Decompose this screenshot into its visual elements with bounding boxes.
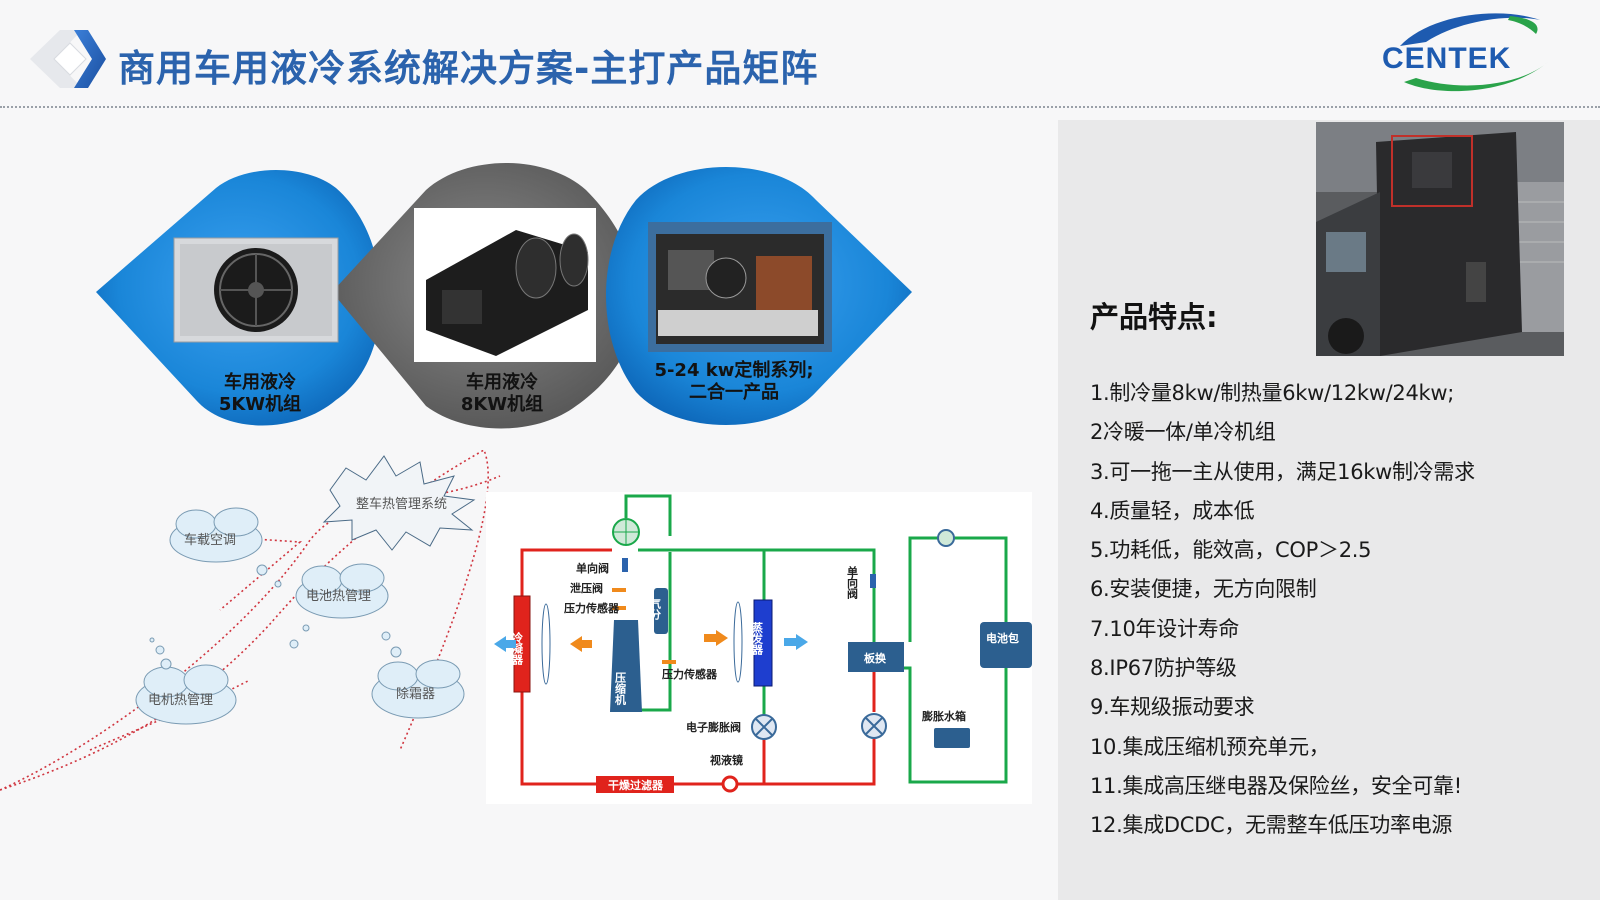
battery-label: 电池包 — [986, 631, 1019, 645]
thermal-mindmap: 整车热管理系统 车载空调 电池热管理 电机热管理 除霜器 — [0, 448, 510, 800]
slide-header: 商用车用液冷系统解决方案-主打产品矩阵 CENTEK — [0, 0, 1600, 108]
list-item: 12.集成DCDC，无需整车低压功率电源 — [1090, 813, 1453, 838]
cloud-ac — [169, 507, 263, 563]
condenser-label: 冷凝器 — [511, 631, 525, 666]
cloud-defrost — [371, 659, 465, 719]
mindmap-node-defrost: 除霜器 — [396, 687, 435, 702]
refrigeration-diagram: 冷凝器 单向阀 泄压阀 压力传感器 压力传感器 压缩机 气分 蒸发器 电子膨胀阀 — [486, 492, 1032, 804]
gas-separator-label: 气分 — [649, 597, 663, 621]
brand-text: CENTEK — [1382, 42, 1511, 75]
mindmap-center: 整车热管理系统 — [356, 496, 447, 512]
list-item: 11.集成高压继电器及保险丝，安全可靠! — [1090, 773, 1462, 798]
relief-valve-icon — [612, 588, 626, 592]
diamond-chevron-icon — [30, 30, 106, 88]
eev-label: 电子膨胀阀 — [686, 720, 741, 734]
centek-logo: CENTEK — [1382, 13, 1548, 92]
list-item: 9.车规级振动要求 — [1090, 695, 1255, 720]
gas-separator — [654, 588, 668, 634]
battery-pack — [980, 622, 1032, 668]
relief-valve-label: 泄压阀 — [570, 581, 603, 595]
mindmap-node-ac: 车载空调 — [184, 532, 236, 548]
air-arrow-left-icon — [494, 636, 516, 652]
dryer-label: 干燥过滤器 — [608, 778, 664, 792]
plate-hx-label: 板换 — [864, 651, 887, 665]
list-item: 5.功耗低，能效高，COP＞2.5 — [1090, 538, 1372, 563]
list-item: 4.质量轻，成本低 — [1090, 498, 1255, 523]
list-item: 1.制冷量8kw/制热量6kw/12kw/24kw; — [1090, 381, 1455, 405]
list-item: 6.安装便捷，无方向限制 — [1090, 577, 1317, 602]
product-custom-image — [648, 222, 832, 352]
expansion-tank — [934, 728, 970, 748]
check-valve-icon — [622, 558, 628, 572]
air-arrow-right-icon — [784, 634, 808, 650]
product-label-custom: 5-24 kw定制系列;二合一产品 — [654, 360, 814, 403]
pressure-sensor-label: 压力传感器 — [564, 601, 620, 615]
compressor-label: 压缩机 — [614, 671, 627, 706]
dryer-filter — [596, 776, 674, 793]
pump-icon — [937, 529, 955, 547]
mindmap-node-motor: 电机热管理 — [148, 693, 213, 708]
evaporator-fan-icon — [733, 601, 743, 683]
list-item: 7.10年设计寿命 — [1090, 616, 1240, 641]
evaporator — [753, 599, 773, 687]
tank-label: 膨胀水箱 — [921, 709, 966, 723]
compressor — [610, 620, 642, 712]
list-item: 3.可一拖一主从使用，满足16kw制冷需求 — [1090, 459, 1475, 484]
pressure-sensor-icon — [612, 606, 626, 610]
pressure-sensor-2-icon — [662, 660, 676, 664]
list-item: 2冷暖一体/单冷机组 — [1090, 420, 1276, 445]
check-valve-2-icon — [870, 574, 876, 588]
truck-photo — [1316, 122, 1564, 356]
evaporator-label: 蒸发器 — [751, 621, 765, 656]
check-valve-2-label: 单向阀 — [846, 565, 859, 600]
mindmap-node-battery: 电池热管理 — [306, 589, 371, 604]
page-title: 商用车用液冷系统解决方案-主打产品矩阵 — [118, 47, 819, 90]
sight-glass-icon — [721, 775, 739, 793]
heat-arrow-left-icon — [570, 636, 592, 652]
heat-arrow-right-icon — [704, 630, 728, 646]
features-title: 产品特点: — [1090, 300, 1218, 334]
sight-glass-label: 视液镜 — [710, 753, 743, 767]
features-list: 1.制冷量8kw/制热量6kw/12kw/24kw; 2冷暖一体/单冷机组 3.… — [1090, 374, 1475, 846]
cloud-battery — [295, 563, 389, 619]
plate-heat-exchanger — [848, 642, 904, 672]
condenser-fan-icon — [541, 603, 551, 685]
check-valve-label: 单向阀 — [576, 561, 609, 575]
product-8kw-image — [414, 208, 596, 362]
product-shapes — [96, 163, 912, 429]
list-item: 8.IP67防护等级 — [1090, 656, 1237, 681]
list-item: 10.集成压缩机预充单元， — [1090, 734, 1330, 759]
system-burst — [322, 455, 476, 551]
product-5kw-image — [173, 237, 339, 343]
thought-bubbles — [149, 564, 402, 670]
pressure-sensor-2-label: 压力传感器 — [662, 667, 718, 681]
cloud-motor — [135, 664, 237, 725]
header-divider — [0, 106, 1600, 108]
